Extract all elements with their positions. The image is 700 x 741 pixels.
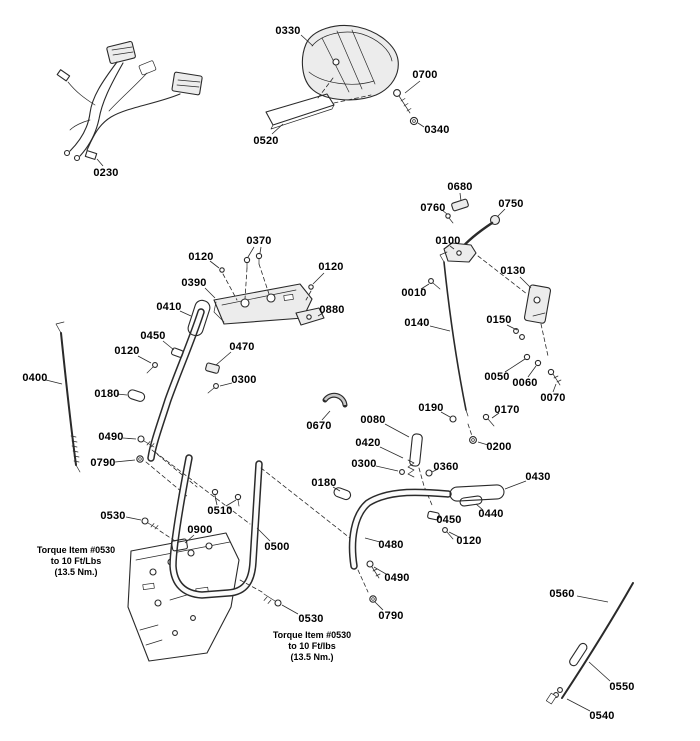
fasteners-right <box>513 328 562 386</box>
cover-panel <box>265 77 372 130</box>
speed-lever-assembly <box>428 198 528 295</box>
bolts-0510 <box>211 488 242 507</box>
screw-0700 <box>393 89 412 114</box>
link-0440 <box>427 495 483 540</box>
part-label-0520-3: 0520 <box>253 135 279 147</box>
part-label-0400-30: 0400 <box>22 372 48 384</box>
clip-0670 <box>322 392 348 408</box>
part-label-0120-21: 0120 <box>318 261 344 273</box>
bolt-0490-right <box>366 560 381 579</box>
wiring-harness <box>56 40 203 162</box>
part-label-0120-27: 0120 <box>114 345 140 357</box>
part-label-0180-39: 0180 <box>311 477 337 489</box>
torque-note-2: Torque Item #0530 to 10 Ft/lbs (13.5 Nm.… <box>272 630 352 662</box>
part-label-0300-28: 0300 <box>231 374 257 386</box>
part-label-0500-46: 0500 <box>264 541 290 553</box>
clamp-0900 <box>171 538 188 552</box>
part-label-0070-15: 0070 <box>540 392 566 404</box>
part-label-0790-49: 0790 <box>378 610 404 622</box>
part-label-0330-0: 0330 <box>275 25 301 37</box>
washer-0340 <box>409 116 419 126</box>
part-label-0670-31: 0670 <box>306 420 332 432</box>
part-label-0390-22: 0390 <box>181 277 207 289</box>
part-label-0130-9: 0130 <box>500 265 526 277</box>
part-label-0170-17: 0170 <box>494 404 520 416</box>
part-label-0120-20: 0120 <box>188 251 214 263</box>
washer-0790-left <box>136 455 144 463</box>
bolt-0120-left <box>146 362 158 374</box>
part-label-0060-14: 0060 <box>512 377 538 389</box>
bolt-0530-bottom <box>239 579 282 607</box>
part-label-0700-1: 0700 <box>412 69 438 81</box>
part-label-0790-33: 0790 <box>90 457 116 469</box>
part-label-0180-29: 0180 <box>94 388 120 400</box>
part-label-0450-25: 0450 <box>140 330 166 342</box>
part-label-0200-18: 0200 <box>486 441 512 453</box>
bracket-0130 <box>523 284 552 357</box>
part-label-0490-32: 0490 <box>98 431 124 443</box>
cable-end-fasteners <box>449 413 495 444</box>
shift-rod <box>439 251 469 417</box>
part-label-0150-11: 0150 <box>486 314 512 326</box>
clamp-0450-left <box>170 347 184 358</box>
part-label-0510-40: 0510 <box>207 505 233 517</box>
part-label-0530-43: 0530 <box>100 510 126 522</box>
part-label-0340-2: 0340 <box>424 124 450 136</box>
leader-lines <box>45 34 611 712</box>
right-handle <box>333 484 505 570</box>
part-label-0300-36: 0300 <box>351 458 377 470</box>
part-label-0420-35: 0420 <box>355 437 381 449</box>
part-label-0750-7: 0750 <box>498 198 524 210</box>
bracket-0470 <box>205 362 220 374</box>
part-label-0540-53: 0540 <box>589 710 615 722</box>
part-label-0440-41: 0440 <box>478 508 504 520</box>
part-label-0410-24: 0410 <box>156 301 182 313</box>
part-label-0560-51: 0560 <box>549 588 575 600</box>
part-label-0010-10: 0010 <box>401 287 427 299</box>
part-label-0360-37: 0360 <box>433 461 459 473</box>
rod-0400 <box>55 321 81 473</box>
part-label-0490-48: 0490 <box>384 572 410 584</box>
screw-0300-left <box>207 383 219 394</box>
part-label-0480-47: 0480 <box>378 539 404 551</box>
part-label-0470-26: 0470 <box>229 341 255 353</box>
torque-note-1: Torque Item #0530 to 10 Ft/Lbs (13.5 Nm.… <box>36 545 116 577</box>
part-label-0230-4: 0230 <box>93 167 119 179</box>
lever-0080 <box>399 433 433 506</box>
upper-left-handle <box>147 299 211 462</box>
bracket-0880 <box>295 307 325 326</box>
part-label-0530-50: 0530 <box>298 613 324 625</box>
washer-0790-right <box>369 595 377 603</box>
clip-0180-left <box>127 389 146 402</box>
part-label-0050-13: 0050 <box>484 371 510 383</box>
part-label-0140-12: 0140 <box>404 317 430 329</box>
part-label-0450-42: 0450 <box>436 514 462 526</box>
mount-plate-0390 <box>213 283 313 325</box>
bolt-0490-left <box>137 435 155 448</box>
part-label-0900-44: 0900 <box>187 524 213 536</box>
part-label-0430-38: 0430 <box>525 471 551 483</box>
part-label-0880-23: 0880 <box>319 304 345 316</box>
part-label-0190-16: 0190 <box>418 402 444 414</box>
bolt-0530-left <box>141 517 179 544</box>
part-label-0370-19: 0370 <box>246 235 272 247</box>
console-cover <box>301 25 399 101</box>
loop-handle-0500 <box>169 454 263 599</box>
rod-0560 <box>545 582 634 705</box>
part-label-0680-5: 0680 <box>447 181 473 193</box>
part-label-0550-52: 0550 <box>609 681 635 693</box>
part-label-0080-34: 0080 <box>360 414 386 426</box>
part-label-0760-6: 0760 <box>420 202 446 214</box>
plate-screws-0370 <box>219 252 314 301</box>
part-label-0120-45: 0120 <box>456 535 482 547</box>
part-label-0100-8: 0100 <box>435 235 461 247</box>
assembly-dashes <box>154 451 351 539</box>
